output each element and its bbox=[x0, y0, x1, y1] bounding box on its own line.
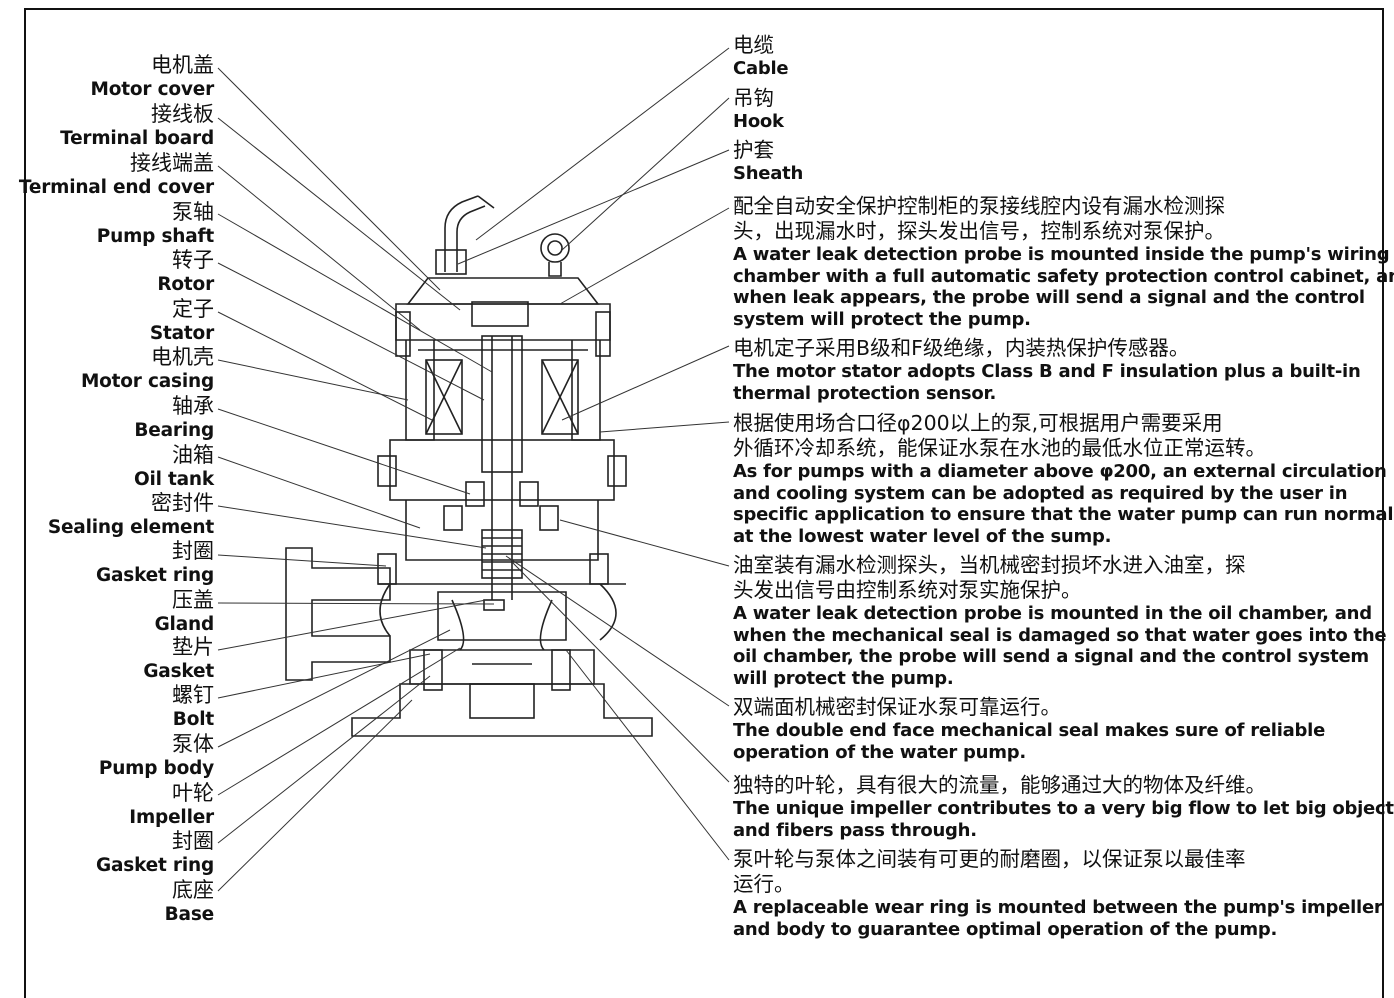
note-impeller: 独特的叶轮，具有很大的流量，能够通过大的物体及纤维。 The unique im… bbox=[733, 773, 1394, 841]
impeller bbox=[451, 599, 553, 651]
pump-cross-section-drawing bbox=[217, 47, 730, 892]
pump-shaft bbox=[491, 336, 513, 600]
cable bbox=[444, 195, 479, 272]
outlet-flange bbox=[285, 547, 391, 681]
pump-body bbox=[437, 591, 567, 641]
label-sheath: 护套 Sheath bbox=[733, 138, 804, 184]
note-wear-ring: 泵叶轮与泵体之间装有可更的耐磨圈，以保证泵以最佳率 运行。 A replacea… bbox=[733, 847, 1383, 940]
pump-outline bbox=[285, 195, 653, 737]
bearing bbox=[465, 481, 485, 507]
label-cable: 电缆 Cable bbox=[733, 33, 789, 79]
note-wiring-leak-probe: 配全自动安全保护控制柜的泵接线腔内设有漏水检测探 头，出现漏水时，探头发出信号，… bbox=[733, 194, 1394, 330]
hook bbox=[540, 233, 570, 263]
leader-lines bbox=[217, 47, 730, 892]
mechanical-seal bbox=[481, 529, 523, 579]
gland bbox=[483, 599, 505, 611]
note-oil-chamber-probe: 油室装有漏水检测探头，当机械密封损坏水进入油室，探 头发出信号由控制系统对泵实施… bbox=[733, 553, 1387, 689]
stator bbox=[425, 359, 579, 435]
diagram-frame bbox=[24, 8, 1384, 998]
note-mechanical-seal: 双端面机械密封保证水泵可靠运行。 The double end face mec… bbox=[733, 695, 1326, 763]
rotor bbox=[481, 335, 523, 473]
base bbox=[351, 683, 653, 737]
note-external-cooling: 根据使用场合口径φ200以上的泵,可根据用户需要采用 外循环冷却系统，能保证水泵… bbox=[733, 411, 1394, 547]
note-stator-insulation: 电机定子采用B级和F级绝缘，内装热保护传感器。 The motor stator… bbox=[733, 336, 1361, 404]
label-hook: 吊钩 Hook bbox=[733, 86, 784, 132]
